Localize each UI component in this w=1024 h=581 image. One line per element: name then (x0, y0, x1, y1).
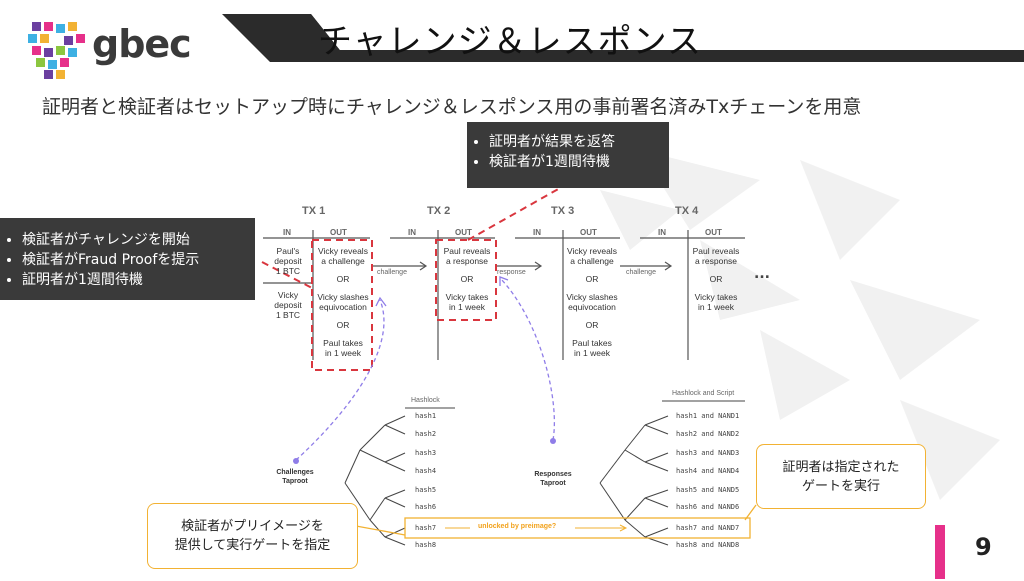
tx1-label: TX 1 (302, 205, 326, 217)
prover-gate-callout: 証明者は指定された ゲートを実行 (756, 444, 926, 509)
challenge-leaf-3: hash3 (415, 449, 437, 457)
arrow-label-response: response (497, 269, 526, 276)
challenge-leaf-5: hash5 (415, 486, 437, 494)
callout-item: 証明者が1週間待機 (22, 270, 255, 290)
tx4-out-header: OUT (705, 228, 722, 237)
tx3-out-header: OUT (580, 228, 597, 237)
challenge-leaf-1: hash1 (415, 412, 437, 420)
ellipsis: ... (754, 266, 770, 282)
verifier-preimage-callout: 検証者がプリイメージを 提供して実行ゲートを指定 (147, 503, 358, 569)
response-leaf-2: hash2 and NAND2 (676, 430, 740, 438)
callout-item: 検証者がチャレンジを開始 (22, 230, 255, 250)
page-number: 9 (975, 533, 992, 561)
verifier-challenge-callout: 検証者がチャレンジを開始 検証者がFraud Proofを提示 証明者が1週間待… (0, 218, 255, 300)
gbec-logo-icon (28, 22, 85, 79)
tx2-label: TX 2 (427, 205, 451, 217)
arrow-label-challenge-1: challenge (377, 269, 407, 276)
logo-text: gbec (92, 22, 192, 66)
page-number-bar (935, 525, 945, 579)
prover-result-callout: 証明者が結果を返答 検証者が1週間待機 (467, 122, 669, 188)
tx2-in-header: IN (408, 228, 416, 237)
tx4-label: TX 4 (675, 205, 699, 217)
tx1-out-header: OUT (330, 228, 347, 237)
callout-item: 検証者が1週間待機 (489, 152, 669, 172)
challenge-leaf-6: hash6 (415, 503, 437, 511)
tx3-label: TX 3 (551, 205, 575, 217)
response-leaf-5: hash5 and NAND5 (676, 486, 740, 494)
challenge-leaf-8: hash8 (415, 541, 437, 549)
tx4-in-header: IN (658, 228, 666, 237)
response-leaf-6: hash6 and NAND6 (676, 503, 740, 511)
response-leaf-8: hash8 and NAND8 (676, 541, 740, 549)
tx2-out-header: OUT (455, 228, 472, 237)
unlock-label: unlocked by preimage? (478, 523, 557, 530)
page-title: チャレンジ＆レスポンス (318, 22, 702, 62)
response-leaf-1: hash1 and NAND1 (676, 412, 740, 420)
title-banner (222, 0, 1024, 62)
challenge-leaf-4: hash4 (415, 467, 437, 475)
response-leaf-7: hash7 and NAND7 (676, 524, 740, 532)
challenges-tree-header: Hashlock (411, 397, 440, 404)
response-leaf-3: hash3 and NAND3 (676, 449, 740, 457)
callout-item: 証明者が結果を返答 (489, 132, 669, 152)
challenge-leaf-7: hash7 (415, 524, 437, 532)
callout-item: 検証者がFraud Proofを提示 (22, 250, 255, 270)
tx3-in-header: IN (533, 228, 541, 237)
challenge-leaf-2: hash2 (415, 430, 437, 438)
page-subtitle: 証明者と検証者はセットアップ時にチャレンジ＆レスポンス用の事前署名済みTxチェー… (42, 96, 862, 118)
response-leaf-4: hash4 and NAND4 (676, 467, 740, 475)
responses-tree-header: Hashlock and Script (672, 390, 735, 397)
tx1-in-header: IN (283, 228, 291, 237)
arrow-label-challenge-2: challenge (626, 269, 656, 276)
